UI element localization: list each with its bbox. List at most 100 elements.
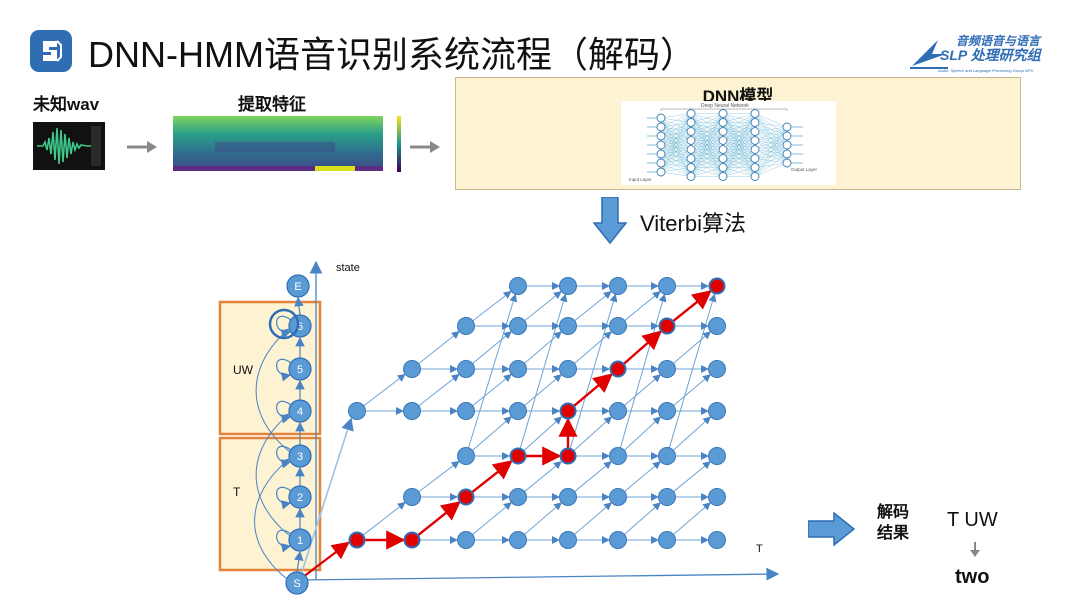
trellis-edge [569,293,618,449]
trellis-node [658,447,676,465]
viterbi-path-node [559,402,577,420]
decoded-word: two [955,566,990,588]
viterbi-path-node [609,360,627,378]
decode-result-label: 解码结果 [876,504,909,542]
decoded-phones: T UW [947,509,998,531]
slp-group-logo: 音频语音与语言 SLP 处理研究组 Audio, Speech and Lang… [908,32,1058,76]
viterbi-down-arrow [592,196,628,250]
page-title: DNN-HMM语音识别系统流程（解码） [88,34,696,75]
trellis-node [559,531,577,549]
trellis-edge [623,416,662,451]
logo-line-1: 音频语音与语言 [956,34,1042,48]
dnn-model-box: DNN模型 Deep Neural Network Input Layer Ou… [455,77,1021,190]
group-label-t: T [233,485,241,499]
trellis-edge [471,331,512,365]
trellis-node [457,317,475,335]
dnn-neuron [782,140,792,150]
trellis-node [708,360,726,378]
trellis-edge [523,416,563,452]
dnn-neuron [686,136,696,145]
viterbi-path-edge [417,501,461,536]
trellis-node [609,488,627,506]
dnn-neuron [750,172,760,181]
dnn-neuron [718,154,728,163]
state-skip-edge [255,413,291,537]
trellis-node [609,531,627,549]
state-transition-edge [294,296,304,316]
trellis-edge [523,461,562,493]
dnn-neuron [750,136,760,145]
dnn-neuron [750,163,760,172]
trellis-node [559,488,577,506]
trellis-edge [623,461,661,493]
dnn-caption: Deep Neural Network [701,103,749,109]
dnn-neuron [686,118,696,127]
dnn-neuron [750,118,760,127]
hmm-state-label: 4 [297,406,303,418]
trellis-node [609,447,627,465]
viterbi-label: Viterbi算法 [640,211,746,236]
dnn-neuron [718,163,728,172]
hmm-state-label: 2 [297,492,303,504]
trellis-edge [619,293,667,449]
trellis-node [658,360,676,378]
trellis-node [708,402,726,420]
trellis-edge [418,460,460,493]
trellis-edge [362,501,406,536]
trellis-node [509,360,527,378]
dnn-neuron [656,131,666,141]
dnn-neuron [656,122,666,132]
trellis-edge [573,331,612,365]
dnn-neuron [656,167,666,177]
trellis-node [708,447,726,465]
feature-spectrogram [165,112,405,178]
trellis-edge [623,291,661,322]
dnn-neuron [686,172,696,181]
viterbi-path-node [403,531,421,549]
trellis-edge [573,502,612,536]
logo-line-2: SLP 处理研究组 [940,47,1043,63]
arrow-wav-to-feature [127,140,159,159]
trellis-node [559,317,577,335]
trellis-edge [417,330,460,365]
viterbi-path-node [708,277,726,295]
trellis-node [609,402,627,420]
time-axis-label: T [756,543,763,555]
trellis-edge [471,502,512,536]
dnn-neuron [718,145,728,154]
hmm-state-node [286,274,310,298]
trellis-node [509,531,527,549]
dnn-neuron [686,109,696,118]
time-axis [299,567,780,581]
trellis-node [348,402,366,420]
state-transition-edge [294,550,304,573]
viterbi-path-node [658,317,676,335]
dnn-neuron [750,109,760,118]
viterbi-path-edge [623,330,663,365]
trellis-node [457,447,475,465]
dnn-neuron [750,145,760,154]
trellis-node [658,277,676,295]
state-6-loop-ring [268,308,300,340]
dnn-neuron [656,140,666,150]
trellis-node [658,488,676,506]
viterbi-path-edge [573,373,613,407]
dnn-input-label: Input Layer [629,177,652,182]
trellis-edge [672,461,711,493]
trellis-edge [672,331,711,365]
waveform-image [33,122,105,170]
group-label-uw: UW [233,363,254,377]
hmm-state-label: S [293,578,300,590]
state-axis-label: state [336,262,360,274]
trellis-edge [573,290,612,322]
trellis-edge [467,293,518,449]
trellis-edge [472,290,512,322]
dnn-neuron [718,109,728,118]
dnn-neuron [782,131,792,141]
trellis-node [509,317,527,335]
dnn-neuron [686,154,696,163]
trellis-edge [668,293,717,449]
dnn-neuron [656,149,666,159]
trellis-edge [672,416,712,452]
dnn-neuron [750,127,760,136]
